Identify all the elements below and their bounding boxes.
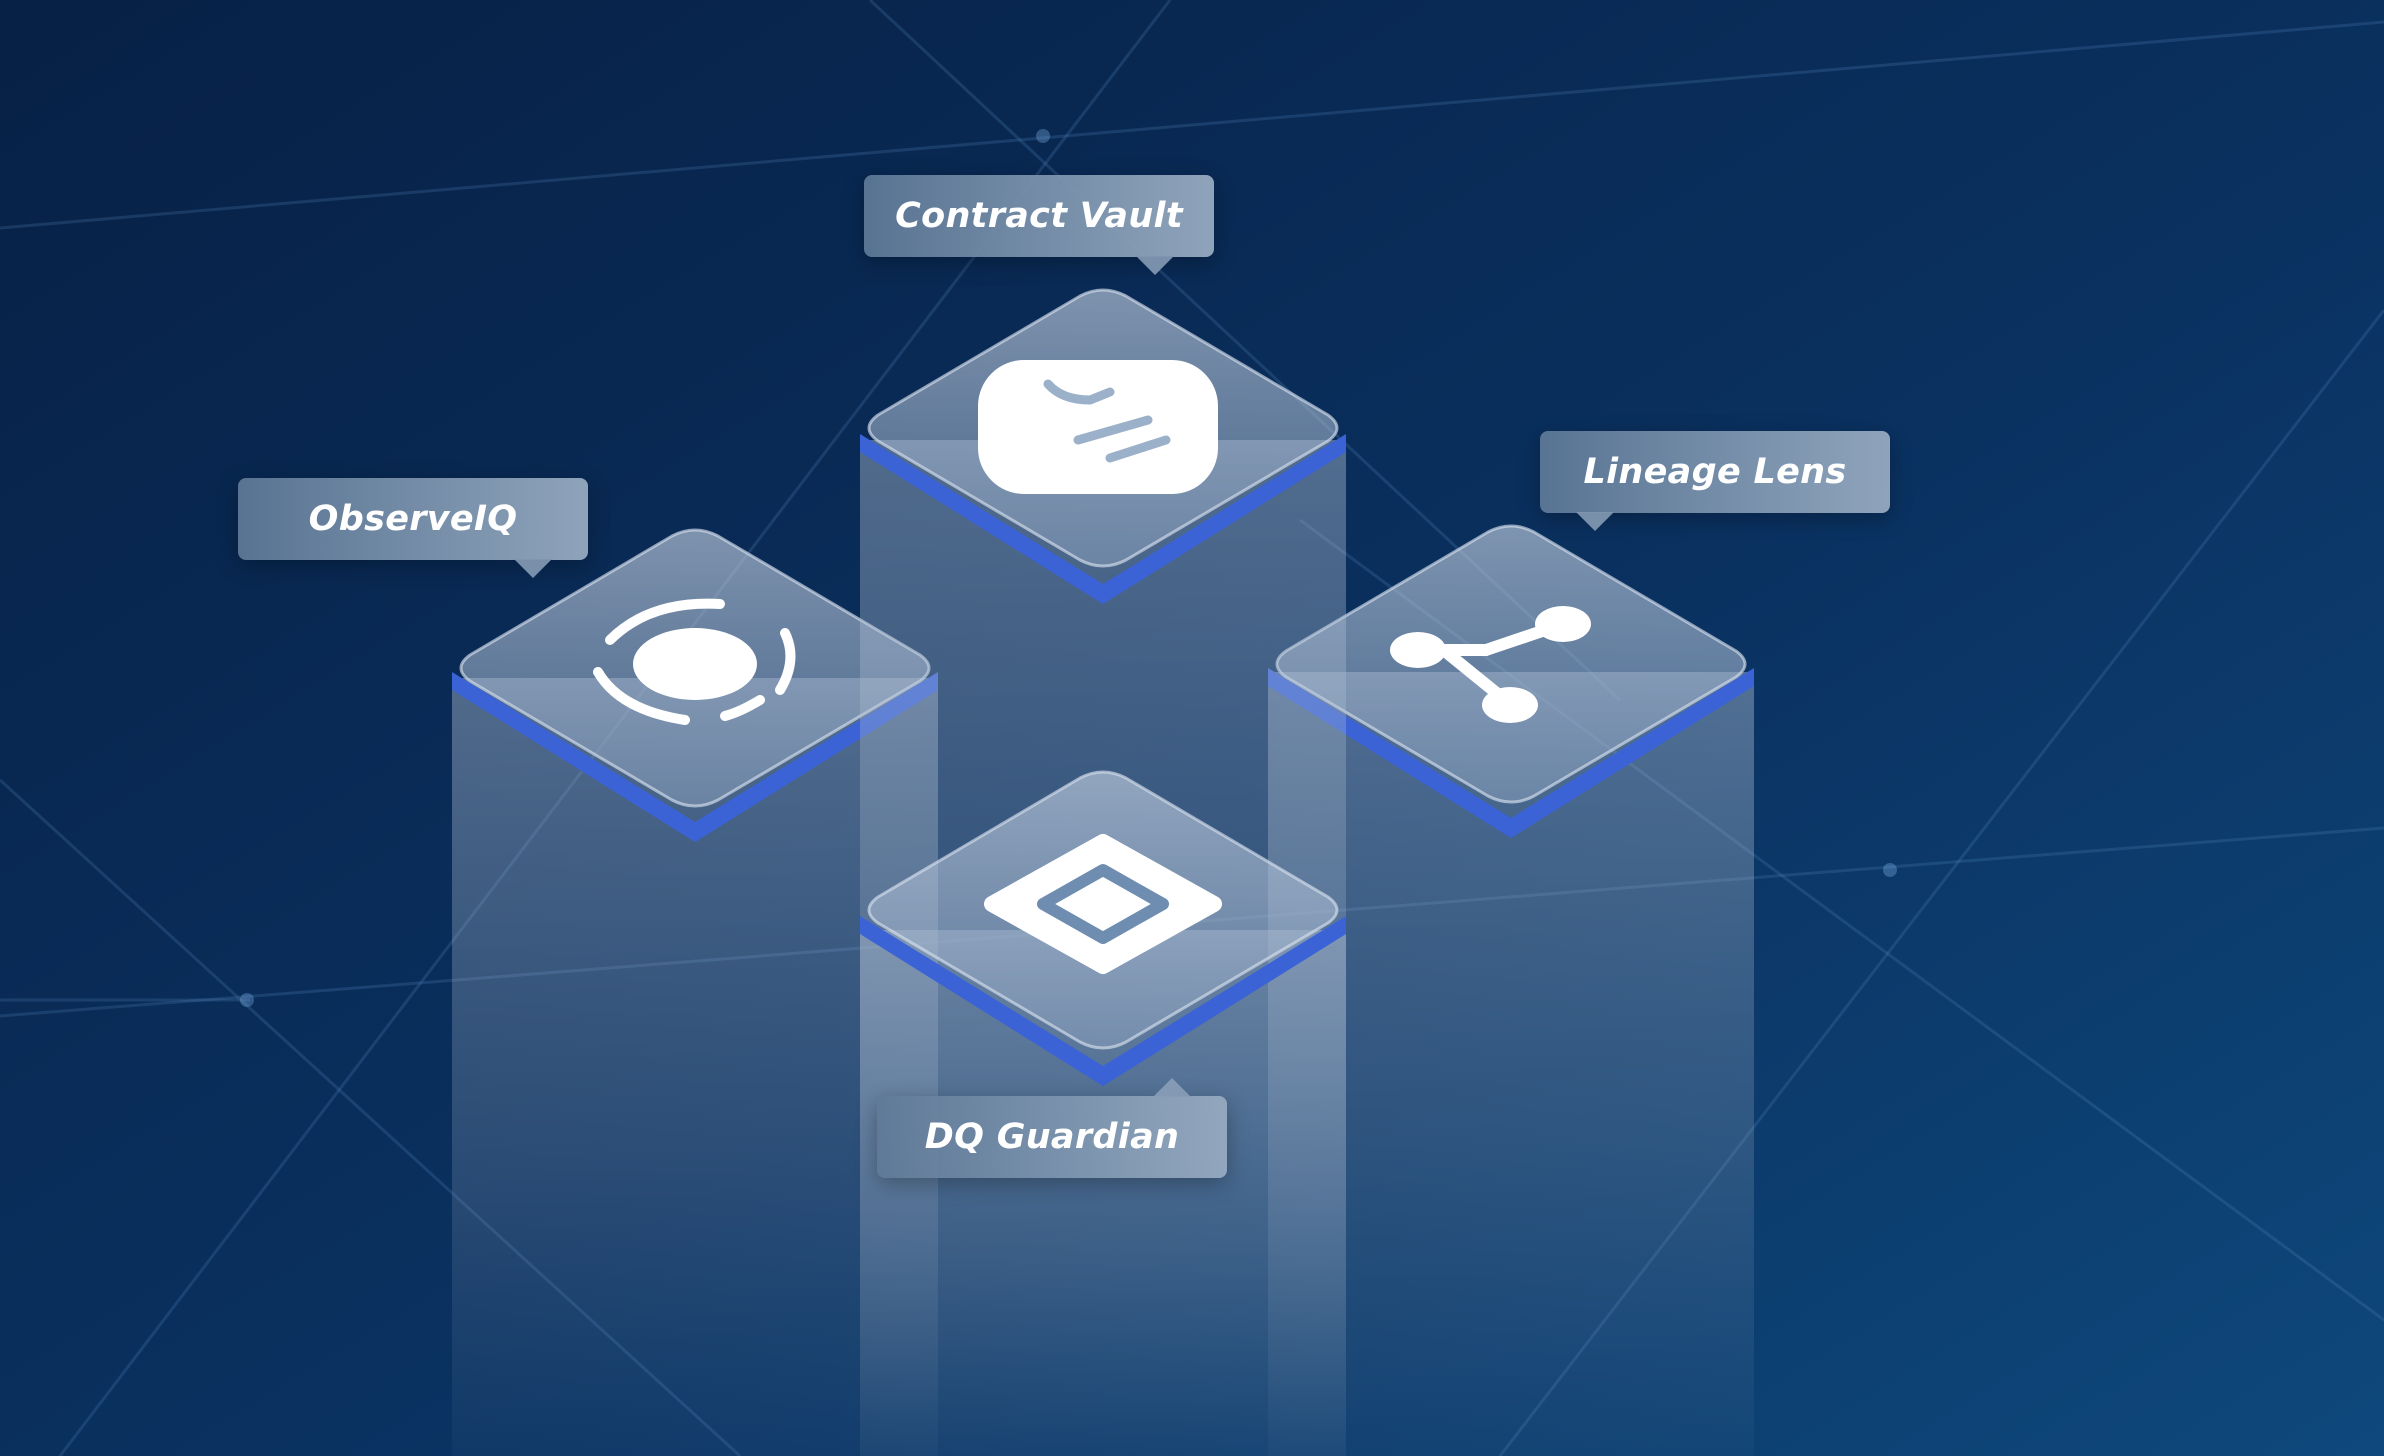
quality-shield-icon: [984, 834, 1222, 974]
document-contract-icon: [978, 360, 1218, 494]
lineage-lens-label: Lineage Lens: [1540, 431, 1890, 531]
observeiq-platform: [452, 528, 938, 1456]
lineage-graph-icon: [1390, 606, 1591, 723]
observeiq-label: ObserveIQ: [238, 478, 588, 578]
contract-vault-label: Contract Vault: [864, 175, 1214, 275]
network-nodes: [240, 129, 1897, 1007]
dq-guardian-label: DQ Guardian: [877, 1078, 1227, 1178]
dq-guardian-platform: [860, 770, 1346, 1456]
observeiq-label-text: ObserveIQ: [308, 499, 518, 539]
contract-vault-label-text: Contract Vault: [895, 196, 1183, 236]
observeiq-pillar: [452, 678, 938, 1456]
observability-eye-icon: [593, 598, 796, 725]
dq-guardian-label-text: DQ Guardian: [924, 1117, 1180, 1157]
lineage-lens-label-text: Lineage Lens: [1583, 452, 1847, 492]
lineage-lens-platform: [1268, 524, 1754, 1456]
